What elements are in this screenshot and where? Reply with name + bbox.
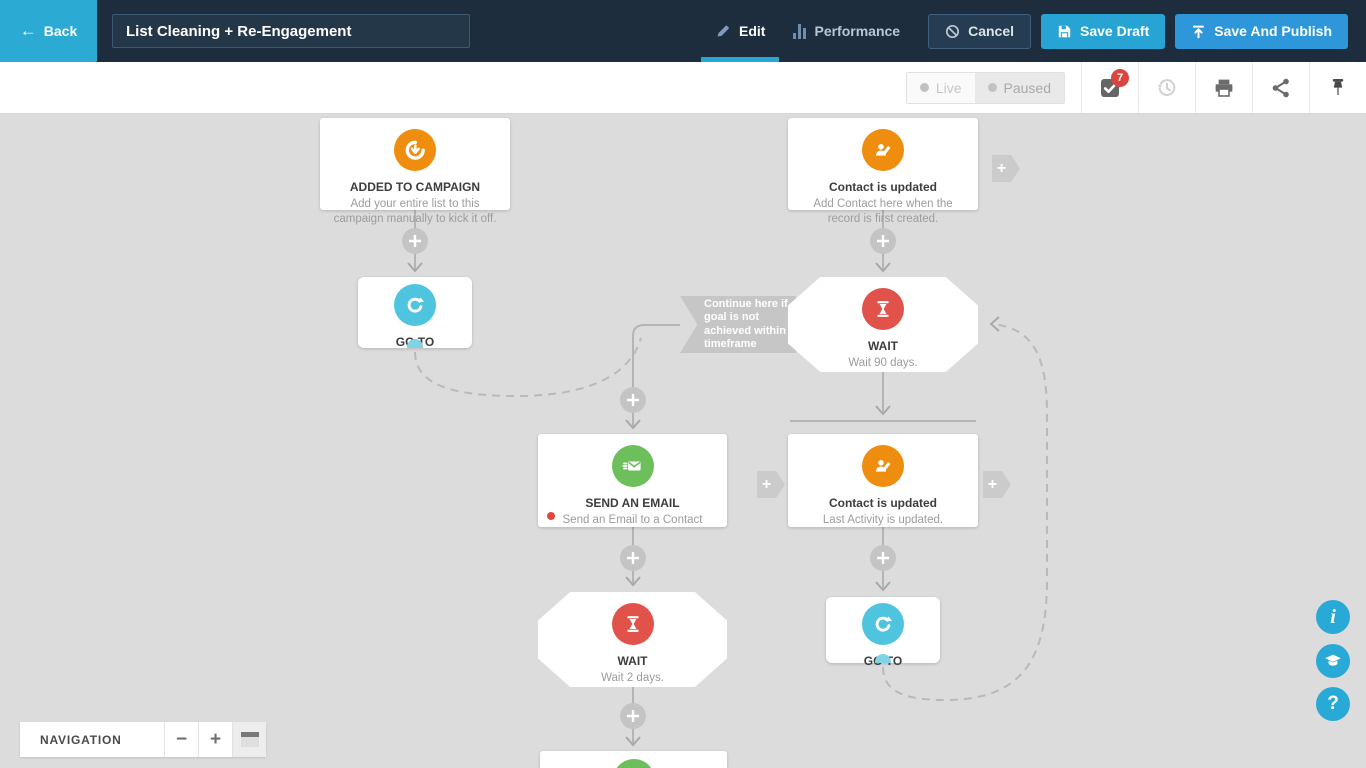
back-arrow-icon: ←	[19, 21, 37, 40]
node-go-to-left[interactable]: GO TO	[358, 277, 472, 349]
fit-view-icon	[240, 732, 259, 747]
share-button[interactable]	[1252, 62, 1309, 113]
contact-updated-icon	[862, 129, 904, 171]
top-bar: ← Back Edit Performance Cancel	[0, 0, 1366, 62]
go-to-icon	[394, 284, 436, 326]
node-wait-90-days[interactable]: WAIT Wait 90 days.	[788, 277, 978, 372]
wait-hourglass-icon	[862, 288, 904, 330]
node-title: WAIT	[617, 654, 648, 668]
graduation-cap-icon	[1325, 654, 1341, 666]
cancel-label: Cancel	[968, 23, 1014, 39]
navigation-label: NAVIGATION	[40, 732, 122, 747]
live-label: Live	[935, 79, 962, 96]
node-subtitle: Wait 90 days.	[848, 357, 918, 369]
live-paused-toggle: Live Paused	[905, 71, 1065, 104]
node-title: Contact is updated	[828, 496, 937, 510]
tab-edit[interactable]: Edit	[701, 0, 780, 62]
back-label: Back	[43, 23, 78, 39]
toggle-live[interactable]: Live	[906, 72, 975, 103]
wait-hourglass-icon	[611, 603, 654, 645]
checklist-button[interactable]: 7	[1081, 62, 1138, 113]
send-email-icon	[612, 759, 655, 768]
node-subtitle: Add Contact here when the record is firs…	[813, 198, 953, 225]
paused-dot-icon	[987, 83, 997, 92]
toggle-paused[interactable]: Paused	[974, 72, 1064, 103]
topbar-actions: Edit Performance Cancel Save Draft	[701, 0, 1366, 62]
go-to-anchor-dot	[875, 654, 891, 663]
node-contact-is-updated-goal[interactable]: Contact is updated Last Activity is upda…	[788, 434, 978, 527]
node-title: ADDED TO CAMPAIGN	[349, 180, 481, 194]
send-email-icon	[611, 445, 654, 487]
bar-chart-icon	[793, 23, 807, 39]
add-step-buttons[interactable]	[402, 228, 896, 729]
checklist-badge: 7	[1111, 69, 1129, 87]
node-subtitle: Add your entire list to this campaign ma…	[333, 198, 497, 225]
save-draft-button[interactable]: Save Draft	[1041, 13, 1166, 49]
node-subtitle: Wait 2 days.	[601, 672, 664, 684]
cancel-icon	[946, 24, 960, 38]
printer-icon	[1215, 79, 1233, 97]
go-to-icon	[862, 603, 904, 645]
save-and-publish-label: Save And Publish	[1214, 23, 1332, 39]
learning-fab[interactable]	[1316, 644, 1350, 678]
workflow-connectors	[402, 210, 1048, 747]
node-title: WAIT	[868, 339, 898, 353]
save-draft-label: Save Draft	[1080, 23, 1150, 39]
print-button[interactable]	[1195, 62, 1252, 113]
node-subtitle: Last Activity is updated.	[822, 514, 944, 526]
canvas-toolbar: Live Paused 7	[0, 62, 1366, 114]
info-fab[interactable]: i	[1316, 600, 1350, 634]
node-title: Contact is updated	[828, 180, 937, 194]
zoom-out-button[interactable]: −	[164, 722, 198, 757]
tab-edit-label: Edit	[739, 23, 766, 39]
help-fab[interactable]: ?	[1316, 687, 1350, 721]
node-title: SEND AN EMAIL	[585, 496, 680, 510]
live-dot-icon	[919, 83, 929, 92]
publish-icon	[1193, 25, 1205, 38]
history-icon	[1157, 78, 1176, 96]
cancel-button[interactable]: Cancel	[928, 13, 1031, 49]
pin-icon	[1332, 78, 1344, 95]
node-wait-2-days[interactable]: WAIT Wait 2 days.	[538, 592, 727, 687]
history-button[interactable]	[1138, 62, 1195, 113]
node-partial-bottom[interactable]	[540, 751, 727, 768]
navigation-panel: NAVIGATION − +	[20, 722, 266, 757]
save-and-publish-button[interactable]: Save And Publish	[1175, 13, 1348, 49]
question-icon: ?	[1327, 693, 1339, 714]
tab-performance[interactable]: Performance	[779, 0, 914, 62]
share-icon	[1272, 78, 1289, 97]
email-status-dot	[547, 512, 555, 520]
node-contact-is-updated-trigger[interactable]: Contact is updated Add Contact here when…	[788, 118, 978, 225]
campaign-add-icon	[394, 129, 436, 171]
info-icon: i	[1330, 605, 1336, 628]
node-subtitle: Send an Email to a Contact	[562, 514, 703, 526]
fit-view-button[interactable]	[232, 722, 266, 757]
campaign-title-input[interactable]	[112, 14, 470, 48]
node-send-an-email[interactable]: SEND AN EMAIL Send an Email to a Contact	[538, 434, 727, 527]
pencil-icon	[717, 25, 729, 37]
go-to-anchor-dot	[407, 339, 423, 348]
node-go-to-bottom[interactable]: GO TO	[826, 597, 940, 668]
tab-performance-label: Performance	[814, 23, 901, 39]
save-icon	[1058, 25, 1071, 37]
paused-label: Paused	[1003, 79, 1051, 96]
zoom-in-button[interactable]: +	[198, 722, 232, 757]
back-button[interactable]: ← Back	[0, 0, 97, 62]
workflow-canvas[interactable]: Continue here if goal is not achieved wi…	[0, 114, 1366, 768]
pin-button[interactable]	[1309, 62, 1366, 113]
node-added-to-campaign[interactable]: ADDED TO CAMPAIGN Add your entire list t…	[320, 118, 510, 225]
goal-ribbon-label: Continue here if goal is not achieved wi…	[680, 296, 796, 353]
contact-updated-icon	[862, 445, 904, 487]
